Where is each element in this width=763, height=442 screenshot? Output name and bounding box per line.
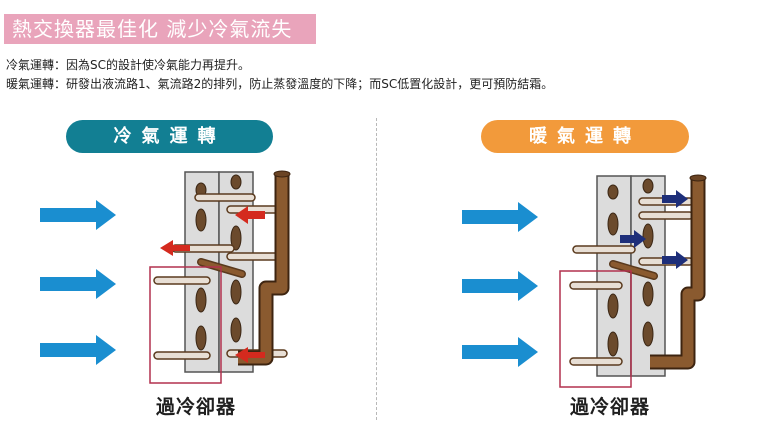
heating-subcooler-caption: 過冷卻器 bbox=[570, 396, 651, 418]
refrigerant-flow-arrow-icon bbox=[620, 190, 688, 269]
airflow-arrow-icon bbox=[462, 202, 538, 367]
heating-heat-exchanger-diagram bbox=[462, 174, 707, 388]
cooling-description: 冷氣運轉：因為SC的設計使冷氣能力再提升。 bbox=[6, 58, 250, 72]
page-title: 熱交換器最佳化 減少冷氣流失 bbox=[12, 17, 293, 41]
center-divider bbox=[376, 118, 377, 420]
airflow-arrow-icon bbox=[40, 200, 116, 365]
heating-mode-label: 暖氣運轉 bbox=[481, 120, 689, 153]
header-banner bbox=[4, 14, 316, 44]
refrigerant-flow-arrow-icon bbox=[160, 206, 265, 363]
subcooler-highlight-box bbox=[149, 266, 222, 384]
cooling-mode-label: 冷氣運轉 bbox=[66, 120, 273, 153]
subcooler-highlight-box bbox=[559, 270, 632, 388]
cooling-heat-exchanger-diagram bbox=[40, 170, 291, 384]
cooling-subcooler-caption: 過冷卻器 bbox=[156, 396, 237, 418]
heating-description: 暖氣運轉：研發出液流路1、氣流路2的排列，防止蒸發溫度的下降；而SC低置化設計，… bbox=[6, 77, 554, 91]
